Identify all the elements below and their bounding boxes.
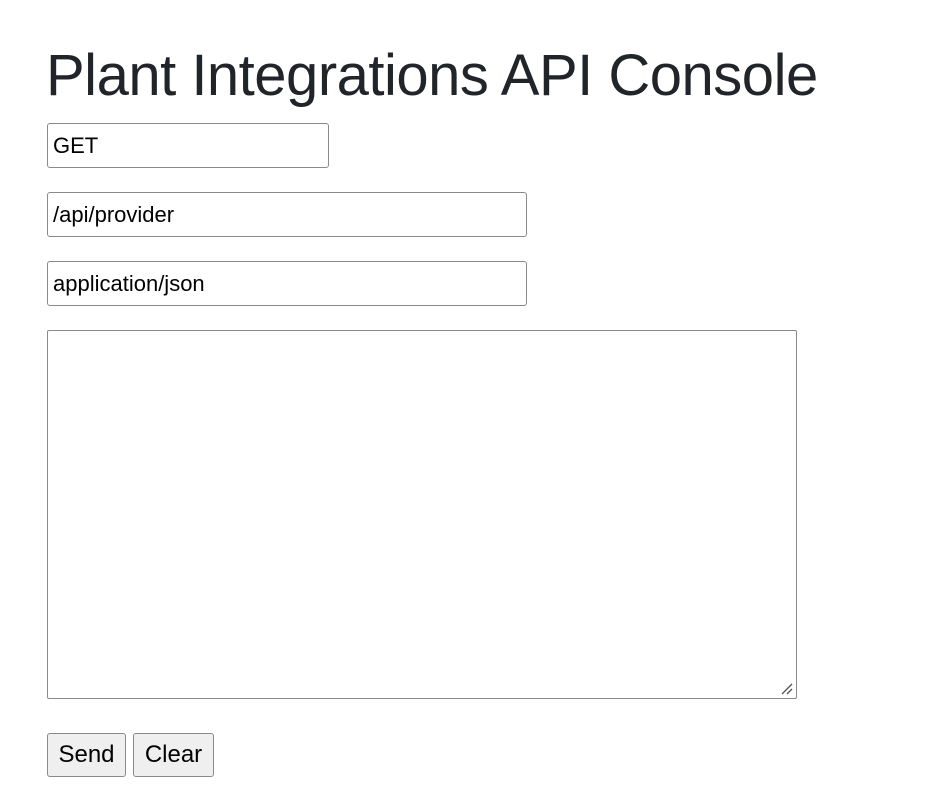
page-title: Plant Integrations API Console (46, 43, 818, 108)
send-button[interactable]: Send (47, 733, 126, 777)
request-body-textarea[interactable] (47, 330, 797, 699)
method-input[interactable] (47, 123, 329, 168)
path-input[interactable] (47, 192, 527, 237)
clear-button[interactable]: Clear (133, 733, 214, 777)
resize-grip-icon[interactable] (779, 681, 793, 695)
content-type-input[interactable] (47, 261, 527, 306)
